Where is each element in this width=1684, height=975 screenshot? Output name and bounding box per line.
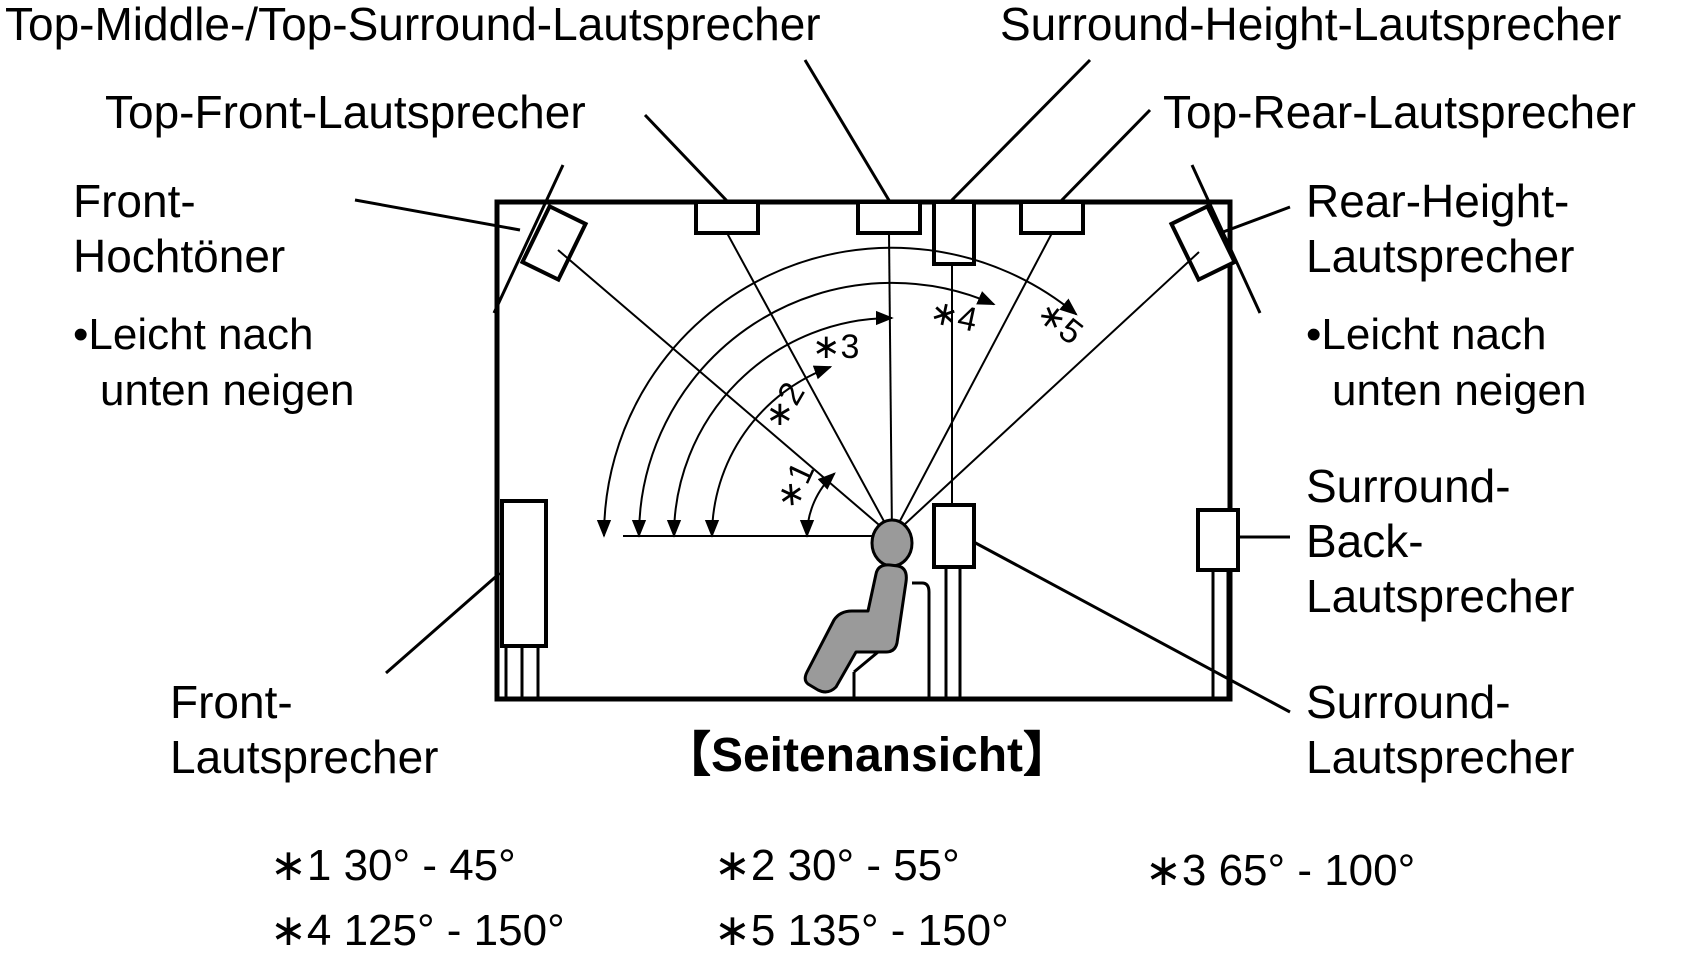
front-speaker-label-line2: Lautsprecher xyxy=(170,731,439,783)
rear-height-label-line2: Lautsprecher xyxy=(1306,230,1575,282)
front-height-speaker xyxy=(492,164,589,314)
surround-speaker-label-line1: Surround- xyxy=(1306,676,1511,728)
rear-height-speaker xyxy=(1168,164,1262,314)
surround-back-label-line2: Back- xyxy=(1306,515,1424,567)
angle-mark-3: ∗3 xyxy=(812,328,859,366)
diagram-title: 【Seitenansicht】 xyxy=(663,729,1071,782)
listener-figure xyxy=(803,518,914,694)
angle-mark-5: ∗5 xyxy=(1029,293,1090,352)
surround-speaker xyxy=(932,503,976,699)
rear-height-note-line1: •Leicht nach xyxy=(1306,310,1546,359)
front-height-label-line2: Hochtöner xyxy=(73,230,285,282)
top-rear-speaker xyxy=(1019,200,1085,235)
top-middle-speaker xyxy=(856,200,922,235)
legend-item-5: ∗5 135° - 150° xyxy=(714,906,1009,955)
surround-back-label-line1: Surround- xyxy=(1306,460,1511,512)
surround-height-speaker-label: Surround-Height-Lautsprecher xyxy=(1000,0,1621,50)
front-height-note-line2: unten neigen xyxy=(100,366,354,415)
legend-item-4: ∗4 125° - 150° xyxy=(270,906,565,955)
front-height-label-line1: Front- xyxy=(73,175,196,227)
top-front-speaker xyxy=(694,200,760,235)
surround-speaker-label-line2: Lautsprecher xyxy=(1306,731,1575,783)
legend-item-2: ∗2 30° - 55° xyxy=(714,841,960,890)
front-speaker xyxy=(500,499,548,699)
top-rear-speaker-label: Top-Rear-Lautsprecher xyxy=(1163,86,1636,138)
legend-item-3: ∗3 65° - 100° xyxy=(1145,846,1415,895)
rear-height-label-line1: Rear-Height- xyxy=(1306,175,1569,227)
sight-lines xyxy=(557,232,1200,537)
leader-lines xyxy=(354,58,1291,714)
front-speaker-label-line1: Front- xyxy=(170,676,293,728)
rear-height-note-line2: unten neigen xyxy=(1332,366,1586,415)
angle-arcs xyxy=(596,246,1078,538)
surround-back-speaker xyxy=(1196,508,1240,699)
surround-back-label-line3: Lautsprecher xyxy=(1306,570,1575,622)
front-height-note-line1: •Leicht nach xyxy=(73,310,313,359)
legend-item-1: ∗1 30° - 45° xyxy=(270,841,516,890)
angle-mark-4: ∗4 xyxy=(926,293,980,340)
top-middle-speaker-label: Top-Middle-/Top-Surround-Lautsprecher xyxy=(5,0,821,50)
angle-mark-1: ∗1 xyxy=(768,456,822,515)
top-front-speaker-label: Top-Front-Lautsprecher xyxy=(105,86,586,138)
